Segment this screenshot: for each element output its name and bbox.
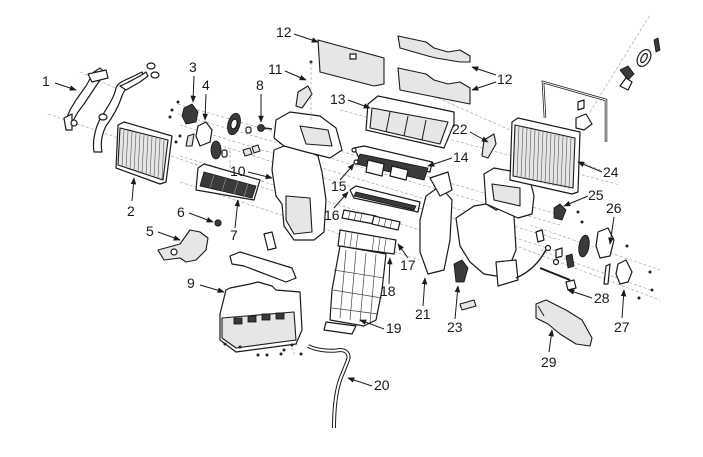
callout-24: 24 (577, 161, 619, 180)
callout-9: 9 (187, 275, 225, 293)
part-small-links (535, 229, 575, 269)
callout-7: 7 (230, 199, 241, 243)
svg-text:4: 4 (202, 77, 210, 93)
svg-text:24: 24 (603, 164, 619, 180)
part-fastener (214, 219, 222, 227)
svg-text:9: 9 (187, 275, 195, 291)
svg-text:13: 13 (330, 91, 346, 107)
svg-text:29: 29 (541, 354, 557, 370)
callout-2: 2 (127, 177, 137, 219)
svg-text:25: 25 (588, 187, 604, 203)
callout-12a: 12 (276, 24, 319, 43)
part-right-case (455, 167, 535, 287)
callout-28: 28 (567, 289, 610, 306)
part-seal-right (481, 133, 497, 159)
svg-text:26: 26 (606, 200, 622, 216)
part-ptc-heater (195, 163, 261, 201)
svg-text:2: 2 (127, 203, 135, 219)
part-evaporator-bracket (541, 80, 608, 142)
part-lower-case (219, 281, 303, 357)
callout-6: 6 (177, 204, 214, 223)
svg-text:17: 17 (400, 257, 416, 273)
svg-text:28: 28 (594, 290, 610, 306)
part-floor-duct (323, 245, 387, 335)
callout-4: 4 (202, 77, 210, 121)
callouts: 1 2 3 4 5 6 7 8 (42, 24, 630, 393)
part-evaporator (509, 117, 581, 195)
part-actuator-right-lower (603, 259, 654, 300)
svg-text:12: 12 (497, 71, 513, 87)
part-upper-door (353, 145, 433, 181)
svg-text:19: 19 (386, 320, 402, 336)
part-seal-small (295, 60, 313, 120)
part-actuator-right-upper (553, 203, 584, 224)
part-insulation-pad-left (317, 39, 385, 87)
callout-5: 5 (146, 223, 181, 241)
part-actuator-right-mid (578, 227, 629, 259)
svg-text:27: 27 (614, 319, 630, 335)
callout-13: 13 (330, 91, 371, 109)
part-door-link (351, 147, 359, 165)
part-gear-wheels (210, 112, 261, 160)
svg-text:18: 18 (380, 283, 396, 299)
callout-18: 18 (380, 257, 396, 299)
callout-12b: 12 (471, 66, 513, 91)
svg-text:22: 22 (452, 121, 468, 137)
callout-1: 1 (42, 73, 77, 91)
svg-text:23: 23 (447, 319, 463, 335)
callout-23: 23 (447, 285, 463, 335)
callout-26: 26 (606, 200, 622, 245)
callout-22: 22 (452, 121, 489, 143)
callout-20: 20 (347, 377, 390, 393)
callout-3: 3 (189, 59, 197, 103)
callout-19: 19 (359, 319, 402, 336)
svg-text:7: 7 (230, 227, 238, 243)
callout-14: 14 (427, 149, 469, 167)
callout-11: 11 (268, 61, 307, 81)
part-actuator-lower (174, 121, 213, 147)
callout-10: 10 (230, 163, 273, 180)
part-mid-door (349, 185, 421, 213)
part-right-actuator (453, 259, 477, 311)
svg-text:5: 5 (146, 223, 154, 239)
part-side-duct (535, 299, 593, 347)
svg-text:1: 1 (42, 73, 50, 89)
svg-text:8: 8 (256, 77, 264, 93)
callout-15: 15 (331, 163, 355, 194)
callout-27: 27 (614, 289, 630, 335)
svg-text:10: 10 (230, 163, 246, 179)
part-center-case-plate (419, 171, 453, 275)
part-heater-pipes (92, 62, 160, 153)
svg-text:15: 15 (331, 178, 347, 194)
callout-17: 17 (397, 243, 416, 273)
part-drain-hose (307, 344, 351, 429)
part-left-case (263, 111, 343, 251)
svg-text:3: 3 (189, 59, 197, 75)
part-insulation-pad-right-bottom (397, 67, 471, 105)
svg-text:12: 12 (276, 24, 292, 40)
callout-8: 8 (256, 77, 264, 123)
part-insulation-pad-right-top (397, 35, 471, 63)
callout-29: 29 (541, 329, 557, 370)
part-bolt (257, 124, 273, 132)
svg-text:20: 20 (374, 377, 390, 393)
part-mounting-bracket (157, 229, 209, 263)
part-heater-pipe-bracket (63, 67, 109, 131)
part-lower-bracket (229, 251, 297, 283)
svg-text:21: 21 (415, 306, 431, 322)
svg-text:14: 14 (453, 149, 469, 165)
part-filter-frame (365, 95, 455, 149)
part-actuator-upper (168, 100, 199, 125)
part-heater-core (115, 121, 173, 185)
part-expansion-valve-seals (619, 37, 661, 91)
callout-21: 21 (415, 277, 431, 322)
part-lower-door-upper (341, 209, 401, 231)
part-link-rod (515, 245, 577, 291)
svg-text:16: 16 (324, 207, 340, 223)
callout-16: 16 (324, 191, 349, 223)
svg-text:6: 6 (177, 204, 185, 220)
callout-25: 25 (563, 187, 604, 207)
svg-text:11: 11 (268, 61, 283, 77)
